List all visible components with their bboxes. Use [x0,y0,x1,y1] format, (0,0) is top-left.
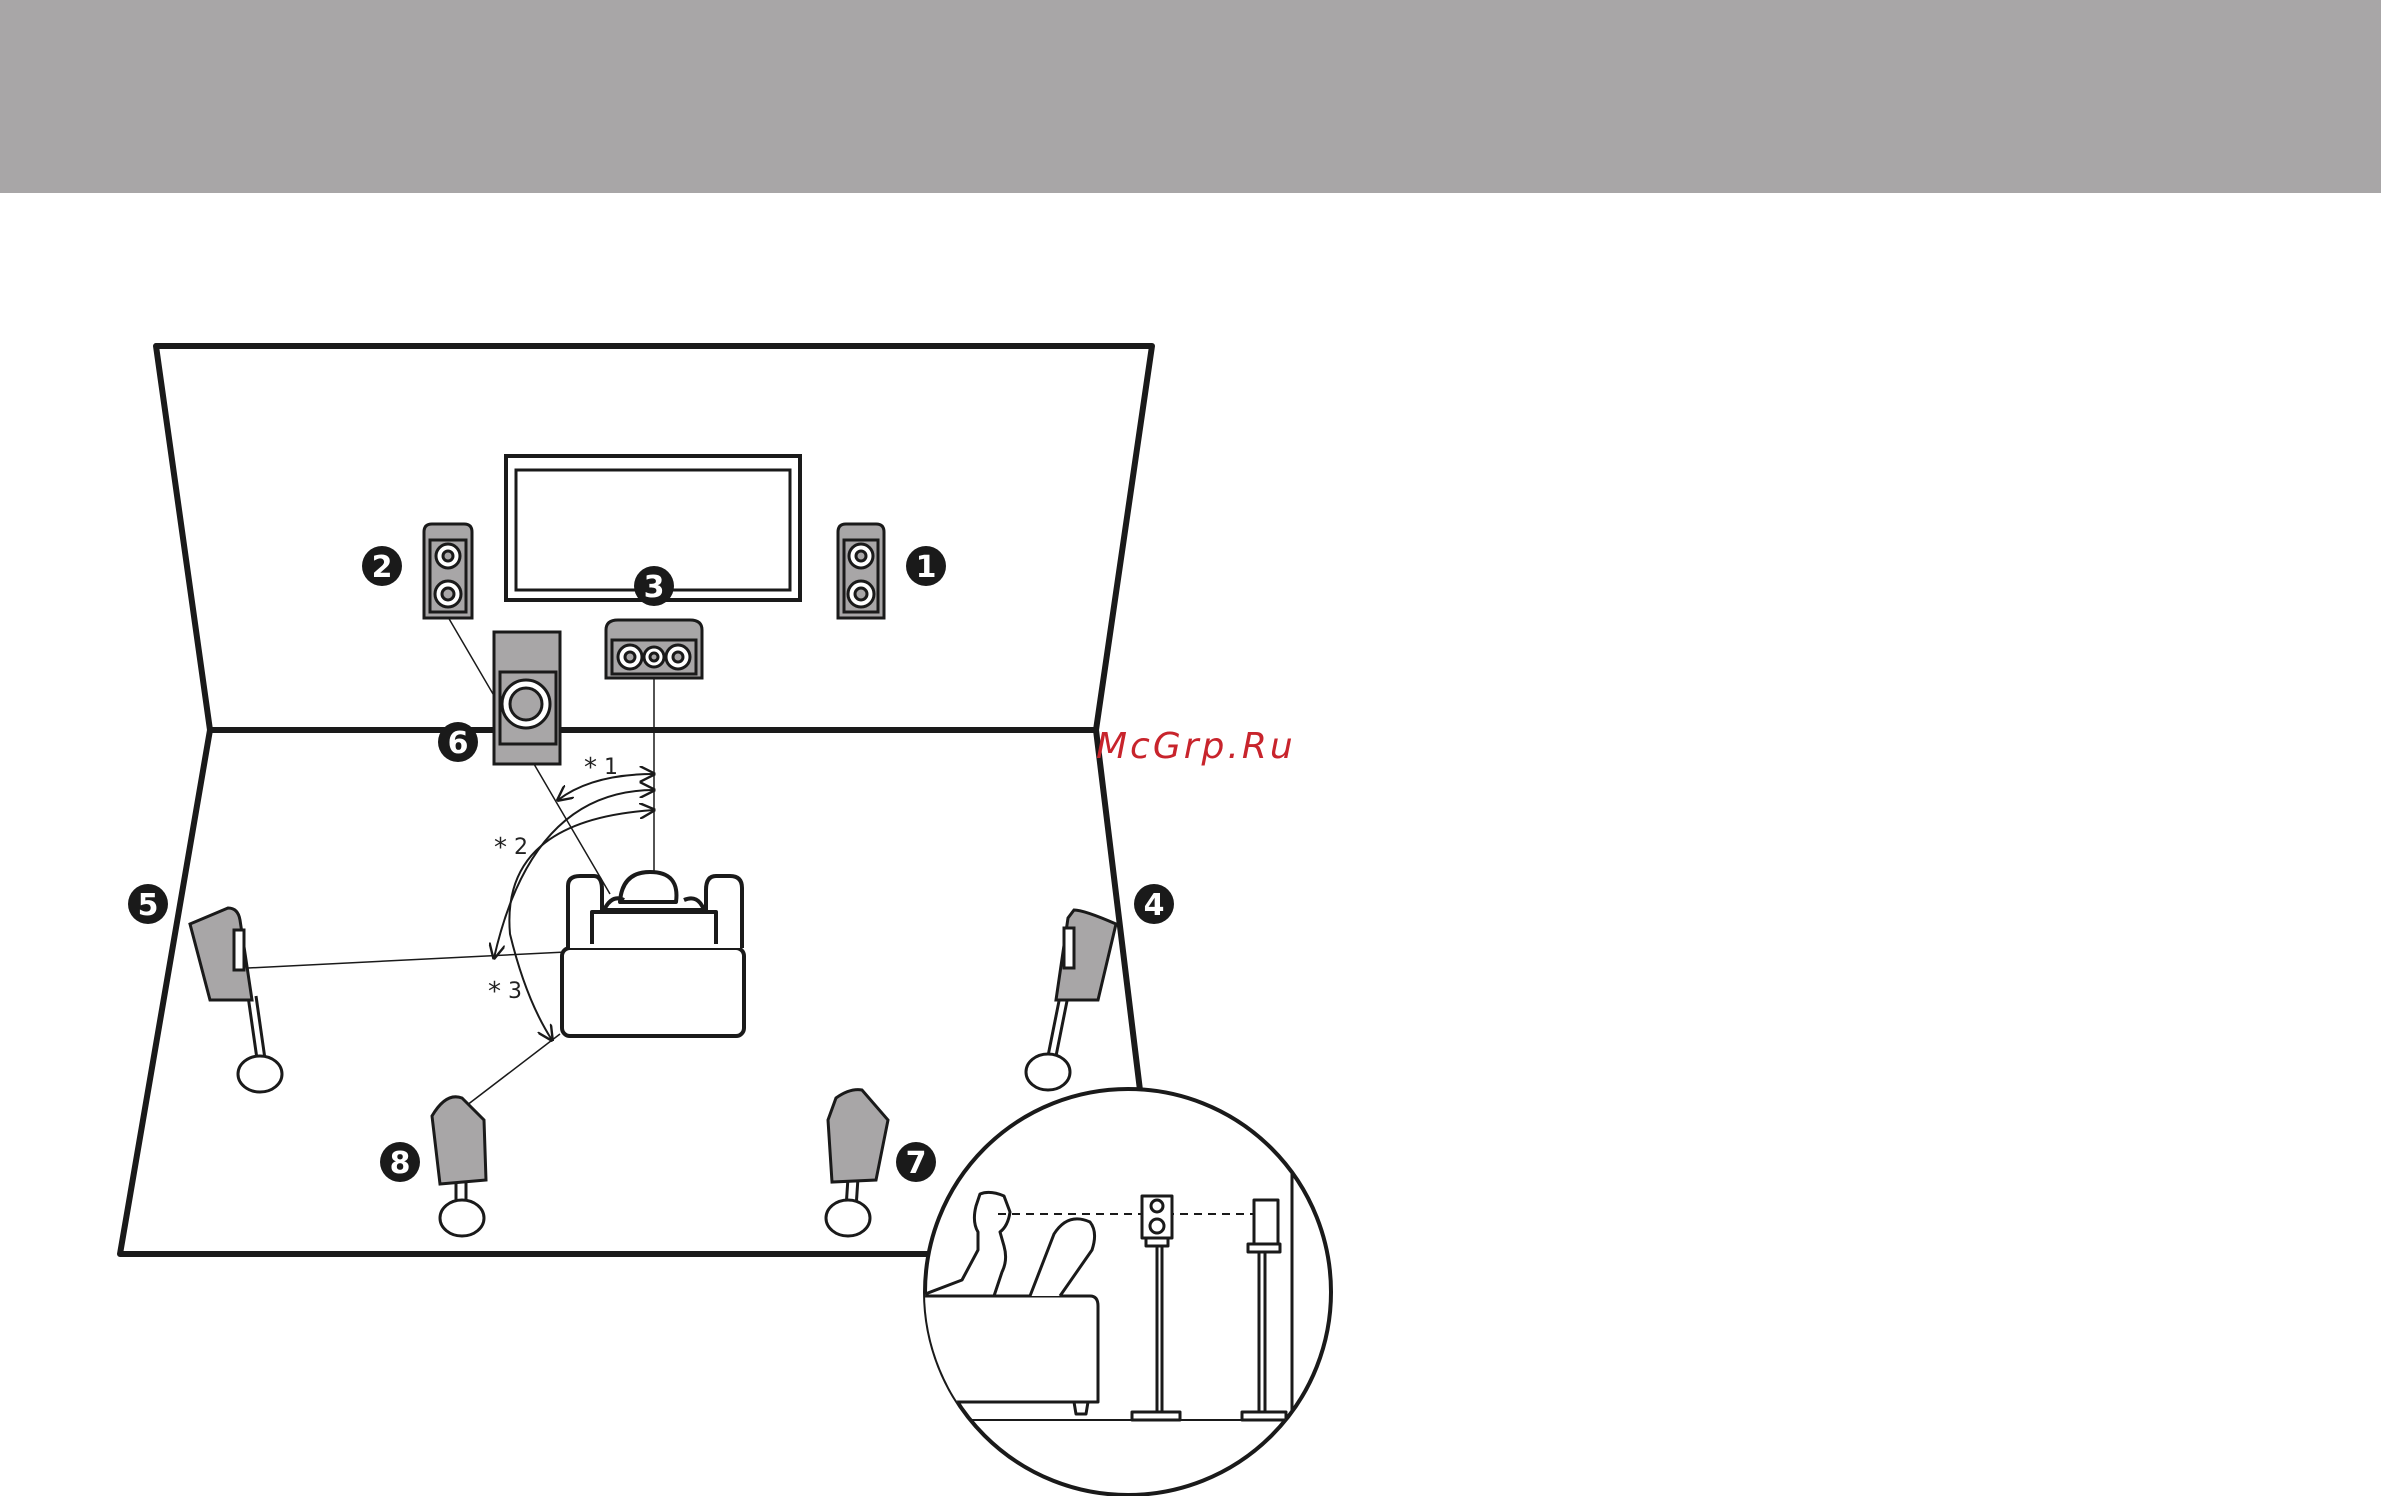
svg-text:2: 2 [372,550,393,585]
angle-label-3: * 3 [488,977,522,1007]
speaker-3-icon [606,620,702,678]
svg-text:1: 1 [604,755,618,780]
svg-text:*: * [584,753,597,783]
svg-text:4: 4 [1144,888,1165,923]
svg-text:3: 3 [508,979,522,1004]
badge-3: 3 [634,566,674,606]
svg-text:3: 3 [644,570,665,605]
svg-text:1: 1 [916,550,937,585]
listener-sofa-icon [562,872,744,1036]
badge-5: 5 [128,884,168,924]
svg-text:*: * [488,977,501,1007]
angle-label-2: * 2 [494,833,528,863]
badge-8: 8 [380,1142,420,1182]
speaker-8-icon [432,1097,486,1236]
svg-text:8: 8 [390,1146,411,1181]
badge-2: 2 [362,546,402,586]
speaker-4-icon [1026,910,1116,1090]
svg-text:7: 7 [906,1146,927,1181]
speaker-6-icon [494,632,560,764]
speaker-2-icon [424,524,472,618]
speaker-1-icon [838,524,884,618]
svg-text:*: * [494,833,507,863]
speaker-7-icon [826,1090,888,1236]
badge-1: 1 [906,546,946,586]
badge-4: 4 [1134,884,1174,924]
badge-7: 7 [896,1142,936,1182]
listener-head-icon [620,872,676,902]
svg-text:6: 6 [448,726,469,761]
speaker-5-icon [190,908,282,1092]
badge-6: 6 [438,722,478,762]
side-view-inset [900,1089,1331,1495]
side-sofa-icon [900,1296,1098,1402]
svg-text:5: 5 [138,888,159,923]
svg-text:2: 2 [514,835,528,860]
angle-label-1: * 1 [584,753,618,783]
watermark-text: McGrp.Ru [1096,726,1296,767]
